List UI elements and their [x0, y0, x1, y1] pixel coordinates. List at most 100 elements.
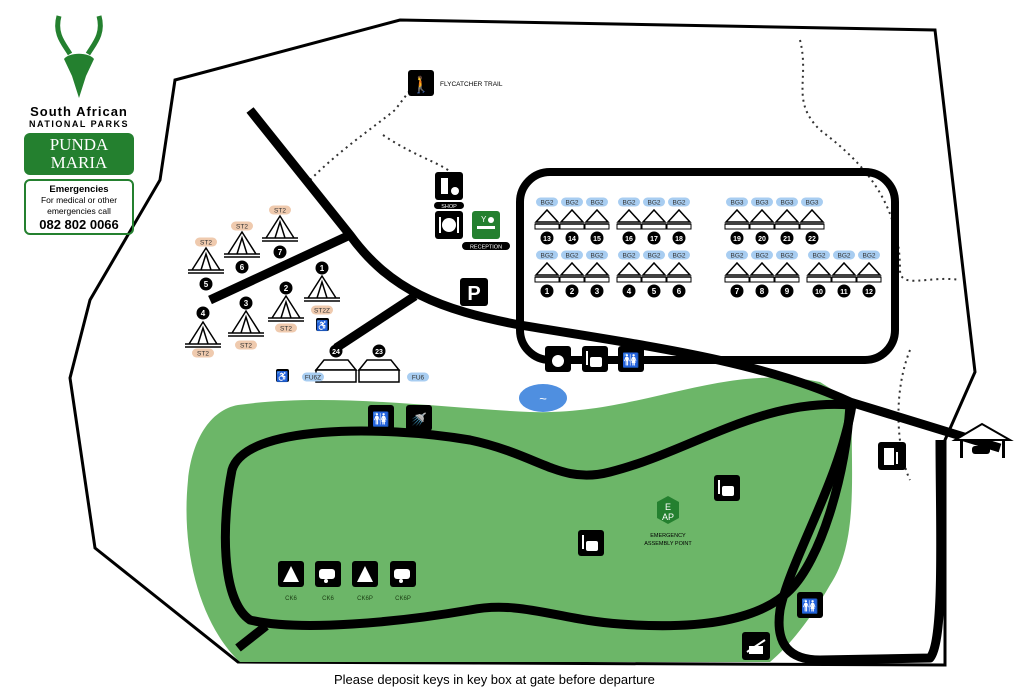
safari-tent-4[interactable]	[185, 320, 221, 348]
chalet-3[interactable]	[584, 261, 610, 283]
tent-number: 3	[239, 296, 253, 310]
chalet-7[interactable]	[724, 261, 750, 283]
svg-text:BG2: BG2	[862, 253, 875, 260]
svg-text:21: 21	[783, 236, 791, 243]
campsite-label: CK6P	[357, 596, 373, 602]
chalet-type-badge: BG2	[643, 197, 665, 207]
chalet-17[interactable]	[641, 208, 667, 230]
chalet-10[interactable]	[806, 261, 832, 283]
chalet-number: 22	[805, 231, 819, 245]
svg-text:♿: ♿	[316, 319, 328, 332]
chalet-type-badge: BG3	[776, 197, 798, 207]
chalet-15[interactable]	[584, 208, 610, 230]
shop-icon[interactable]	[435, 172, 463, 200]
safari-tent-5[interactable]	[188, 246, 224, 274]
chalet-type-badge: BG2	[726, 250, 748, 260]
chalet-1[interactable]	[534, 261, 560, 283]
chalet-8[interactable]	[749, 261, 775, 283]
svg-text:BG2: BG2	[812, 253, 825, 260]
toilets-icon[interactable]: 🚻	[618, 346, 644, 372]
chalet-type-badge: BG2	[618, 197, 640, 207]
emergency-assembly-point-icon	[657, 496, 679, 524]
chalet-18[interactable]	[666, 208, 692, 230]
bird-hide-icon[interactable]	[742, 632, 770, 660]
chalet-number: 15	[590, 231, 604, 245]
kitchen-icon-central[interactable]	[578, 530, 604, 556]
safari-tent-2[interactable]	[268, 294, 304, 322]
chalet-type-badge: BG2	[618, 250, 640, 260]
shop-label: SHOP	[441, 204, 457, 210]
sanparks-subtitle: NATIONAL PARKS	[28, 119, 129, 129]
chalet-number: 6	[672, 284, 686, 298]
chalet-16[interactable]	[616, 208, 642, 230]
toilets-icon-west[interactable]: 🚻	[368, 405, 394, 431]
chalet-number: 20	[755, 231, 769, 245]
tent-number: 6	[235, 260, 249, 274]
svg-text:FU6: FU6	[412, 375, 425, 382]
shower-icon[interactable]: 🚿	[406, 405, 432, 431]
chalet-type-badge: BG2	[586, 250, 608, 260]
chalet-type-badge: BG2	[776, 250, 798, 260]
chalet-19[interactable]	[724, 208, 750, 230]
svg-text:1: 1	[320, 264, 325, 273]
emergency-title: Emergencies	[49, 184, 109, 195]
gate-icon[interactable]	[951, 422, 1014, 458]
chalet-number: 3	[590, 284, 604, 298]
chalet-12[interactable]	[856, 261, 882, 283]
chalet-5[interactable]	[641, 261, 667, 283]
chalet-22[interactable]	[799, 208, 825, 230]
svg-text:BG2: BG2	[730, 253, 743, 260]
tent-number: 1	[315, 261, 329, 275]
wheelchair-icon: ♿	[316, 318, 329, 332]
flycatcher-trail-icon[interactable]: 🚶	[408, 70, 434, 96]
svg-text:BG2: BG2	[672, 253, 685, 260]
safari-tent-3[interactable]	[228, 309, 264, 337]
svg-text:7: 7	[735, 287, 740, 296]
campsite-icon[interactable]	[315, 561, 341, 587]
toilets-icon-east[interactable]: 🚻	[797, 592, 823, 618]
campsite-icon[interactable]	[390, 561, 416, 587]
svg-text:♿: ♿	[276, 370, 288, 383]
safari-tent-1[interactable]	[304, 274, 340, 302]
chalet-type-badge: BG2	[833, 250, 855, 260]
restaurant-icon[interactable]	[435, 211, 463, 239]
family-cottage-23[interactable]	[357, 359, 401, 383]
parking-icon[interactable]: P	[460, 278, 488, 306]
eap-caption-2: ASSEMBLY POINT	[644, 541, 692, 547]
logo-panel: South African NATIONAL PARKS PUNDA MARIA…	[24, 14, 134, 235]
chalet-14[interactable]	[559, 208, 585, 230]
chalet-4[interactable]	[616, 261, 642, 283]
chalet-6[interactable]	[666, 261, 692, 283]
kitchen-icon-east[interactable]	[714, 475, 740, 501]
svg-text:6: 6	[240, 263, 245, 272]
chalet-2[interactable]	[559, 261, 585, 283]
chalet-13[interactable]	[534, 208, 560, 230]
svg-text:8: 8	[760, 287, 765, 296]
safari-tent-6[interactable]	[224, 230, 260, 258]
svg-text:2: 2	[570, 287, 575, 296]
chalet-number: 5	[647, 284, 661, 298]
wheelchair-icon-family: ♿	[276, 369, 289, 383]
footer-note: Please deposit keys in key box at gate b…	[334, 672, 655, 687]
chalet-number: 14	[565, 231, 579, 245]
chalet-9[interactable]	[774, 261, 800, 283]
svg-text:ST2: ST2	[274, 208, 286, 215]
tent-type-badge: ST2	[231, 221, 253, 231]
svg-text:FU6Z: FU6Z	[305, 375, 321, 382]
chalet-number: 12	[862, 284, 876, 298]
campsite-icon[interactable]	[352, 561, 378, 587]
reception-icon[interactable]: Y	[472, 211, 500, 239]
svg-text:ST2: ST2	[236, 224, 248, 231]
chalet-20[interactable]	[749, 208, 775, 230]
fuel-station-icon[interactable]	[878, 442, 906, 470]
laundry-icon[interactable]	[545, 346, 571, 372]
tent-number: 4	[196, 306, 210, 320]
main-road	[246, 107, 1002, 453]
chalet-11[interactable]	[831, 261, 857, 283]
campsite-icon[interactable]	[278, 561, 304, 587]
svg-text:ST2: ST2	[280, 326, 292, 333]
emergency-phone[interactable]: 082 802 0066	[39, 217, 119, 232]
safari-tent-7[interactable]	[262, 214, 298, 242]
kitchen-icon[interactable]	[582, 346, 608, 372]
chalet-21[interactable]	[774, 208, 800, 230]
